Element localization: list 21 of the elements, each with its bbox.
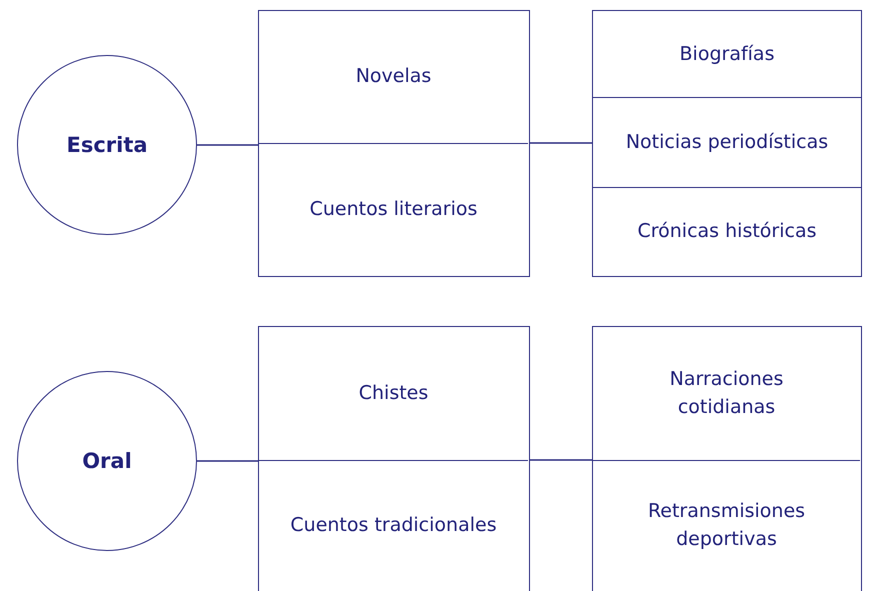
category-label: Novelas <box>354 64 432 90</box>
category-label: Escrita <box>65 132 149 159</box>
connector-line <box>530 142 592 144</box>
connector-line <box>197 144 258 146</box>
column-box <box>258 326 530 591</box>
category-label: Chistes <box>358 380 430 406</box>
category-box <box>592 10 862 99</box>
category-box <box>592 97 862 189</box>
category-label: Narraciones cotidianas <box>668 366 784 420</box>
connector-line <box>530 459 592 461</box>
category-label: Cuentos literarios <box>308 196 478 222</box>
category-box <box>592 187 862 277</box>
category-label: Oral <box>81 448 133 475</box>
category-label: Crónicas históricas <box>636 219 818 244</box>
column-box <box>592 326 862 591</box>
category-label: Retransmisiones deportivas <box>646 499 806 552</box>
category-label: Noticias periodísticas <box>624 130 830 156</box>
category-label: Biografías <box>678 42 776 67</box>
category-label: Cuentos tradicionales <box>289 513 498 538</box>
connector-line <box>197 460 258 462</box>
column-box <box>258 10 530 277</box>
